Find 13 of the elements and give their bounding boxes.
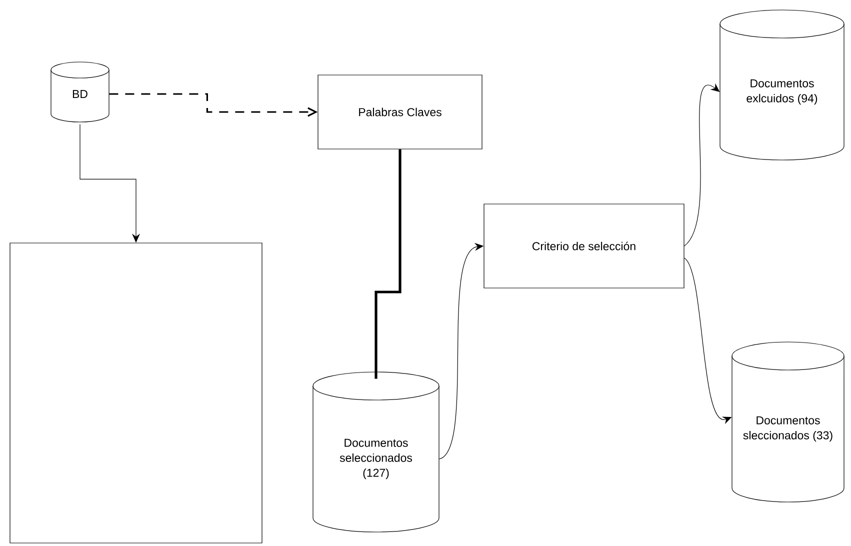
database-cylinder: Documentos seleccionados (127): [312, 372, 440, 532]
process-box: Criterio de selección: [484, 204, 684, 288]
node-label: Documentos sleccionados (33): [743, 416, 832, 442]
database-cylinder: Documentos exlcuidos (94): [720, 10, 844, 160]
node-label: BD: [72, 90, 88, 98]
database-cylinder: Documentos sleccionados (33): [732, 342, 844, 502]
database-cylinder: BD: [50, 62, 110, 122]
node-label: Documentos seleccionados (127): [340, 438, 412, 480]
process-box: Palabras Claves: [318, 74, 482, 150]
process-box: [10, 242, 262, 544]
node-label: Documentos exlcuidos (94): [746, 79, 818, 105]
arrow: [109, 93, 318, 117]
arrow: [684, 83, 720, 246]
